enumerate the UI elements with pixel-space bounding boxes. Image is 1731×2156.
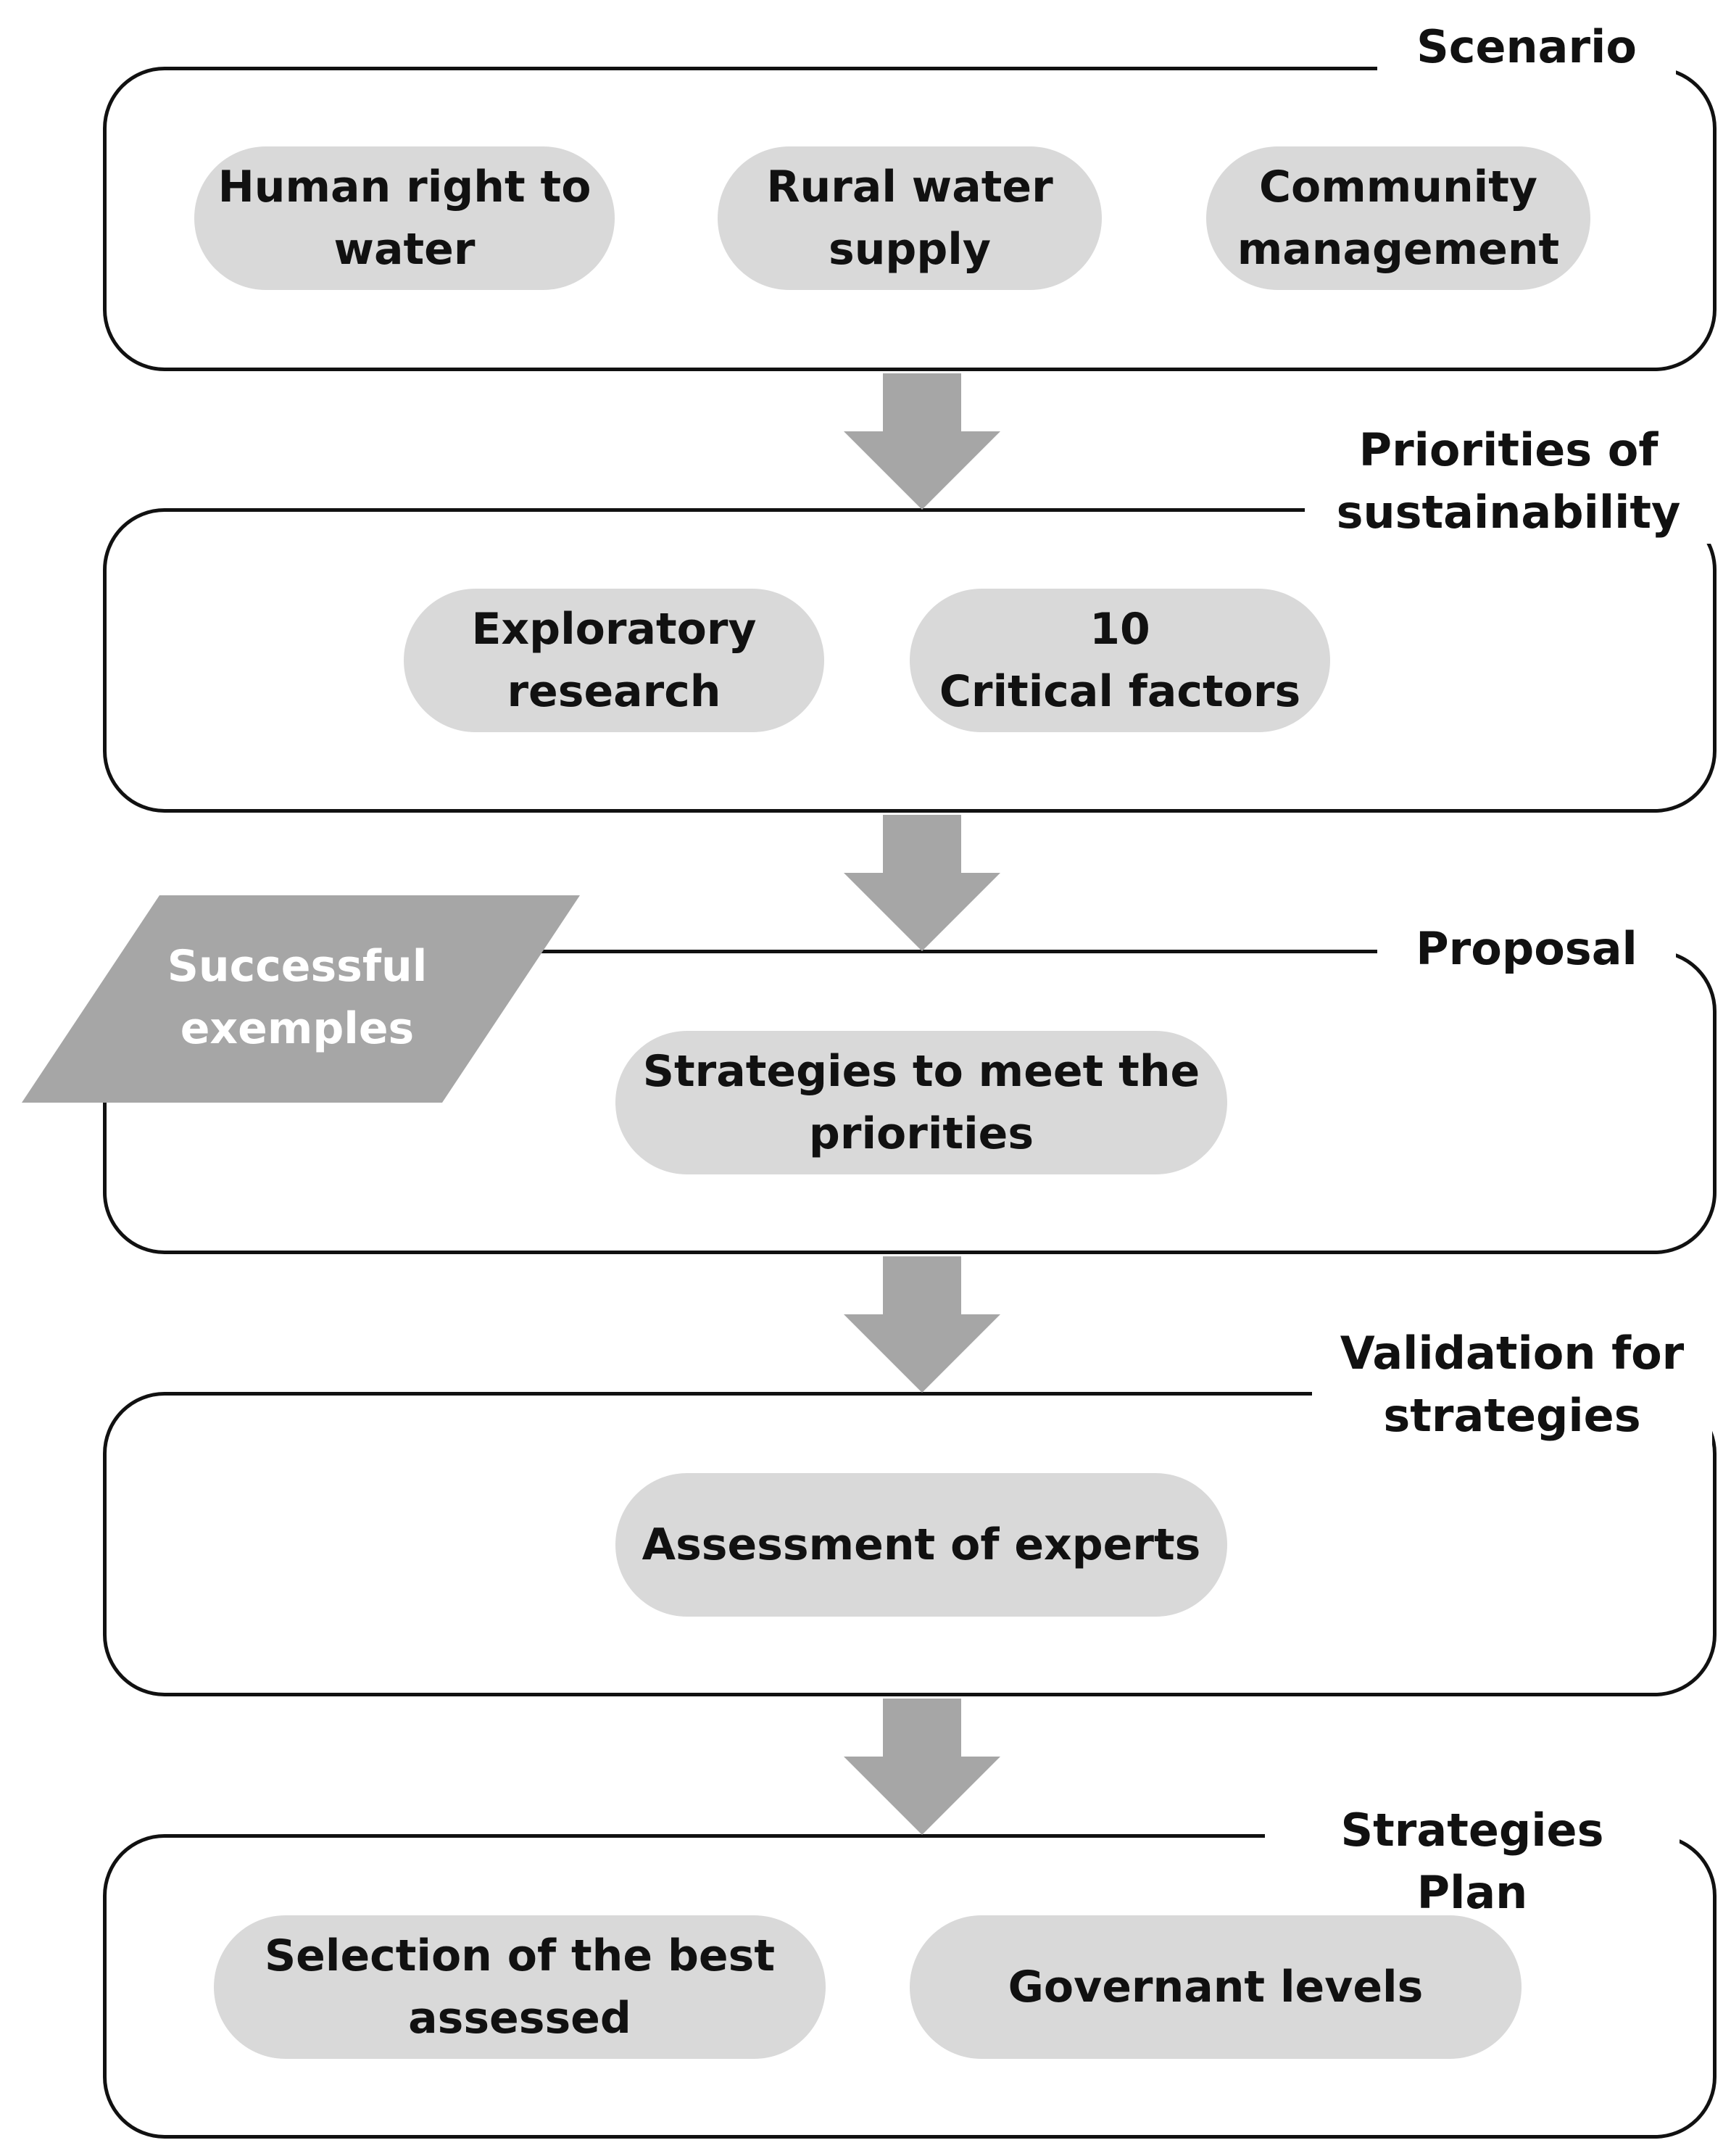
item-rural-water-supply: Rural water supply — [718, 146, 1102, 290]
down-arrow-icon — [844, 1256, 1000, 1393]
item-governant-levels: Governant levels — [910, 1915, 1522, 2059]
down-arrow-icon — [844, 815, 1000, 951]
item-critical-factors: 10 Critical factors — [910, 589, 1330, 732]
stage-title-strategies-plan: Strategies Plan — [1265, 1799, 1680, 1924]
successful-examples-label: Successful exemples — [167, 941, 428, 1054]
item-selection-of-best-assessed: Selection of the best assessed — [214, 1915, 826, 2059]
stage-title-validation: Validation for strategies — [1312, 1322, 1712, 1447]
item-exploratory-research: Exploratory research — [404, 589, 824, 732]
down-arrow-icon — [844, 1699, 1000, 1835]
stage-title-proposal: Proposal — [1377, 918, 1676, 980]
down-arrow-icon — [844, 373, 1000, 510]
item-strategies-to-meet-priorities: Strategies to meet the priorities — [615, 1031, 1227, 1174]
item-community-management: Community management — [1206, 146, 1590, 290]
item-assessment-of-experts: Assessment of experts — [615, 1473, 1227, 1617]
item-human-right-to-water: Human right to water — [194, 146, 615, 290]
input-parallelogram — [22, 895, 580, 1103]
stage-title-scenario: Scenario — [1377, 16, 1676, 78]
stage-title-priorities: Priorities of sustainability — [1305, 419, 1712, 544]
